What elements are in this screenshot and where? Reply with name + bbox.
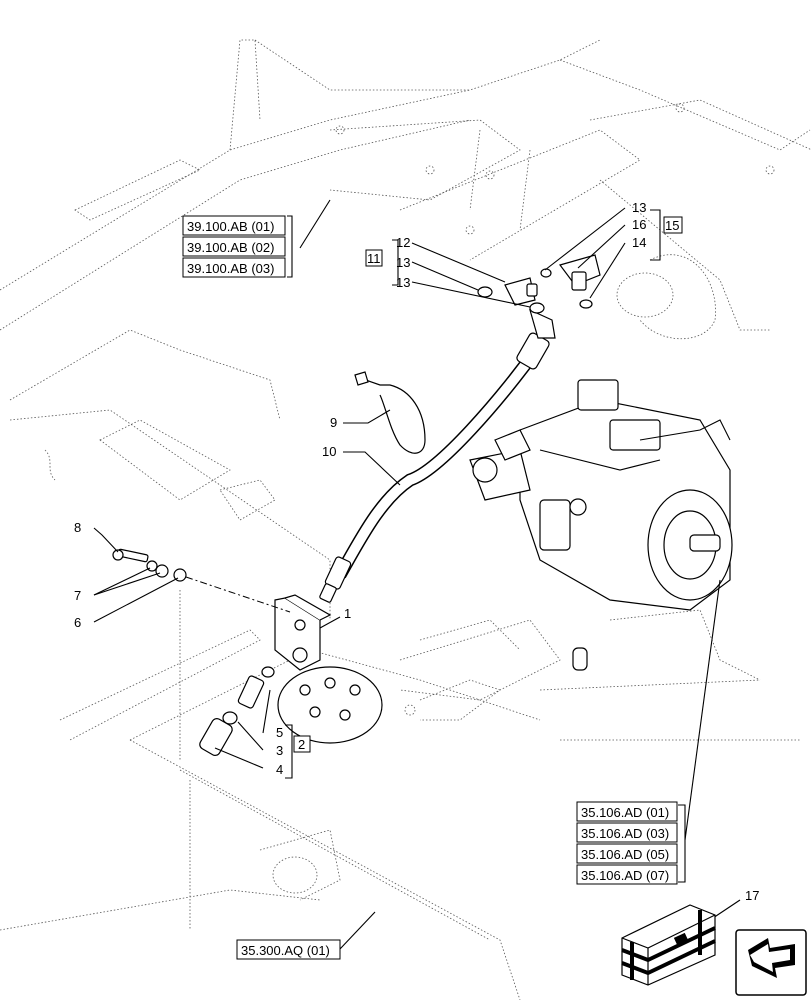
callout-16: 16 <box>632 217 646 232</box>
bracket-and-fasteners <box>112 548 332 671</box>
callout-6: 6 <box>74 615 81 630</box>
callout-13-b: 13 <box>396 275 410 290</box>
ref-35300-aq-01[interactable]: 35.300.AQ (01) <box>241 943 330 958</box>
callout-1: 1 <box>344 606 351 621</box>
callout-3: 3 <box>276 743 283 758</box>
callout-17: 17 <box>745 888 759 903</box>
callout-5: 5 <box>276 725 283 740</box>
hose-assembly <box>319 308 556 603</box>
fitting-group-2 <box>199 666 275 756</box>
callout-15: 15 <box>665 218 679 233</box>
callout-labels: 1 2 3 4 5 6 7 8 9 10 11 12 13 13 13 14 1… <box>74 200 759 903</box>
callout-7: 7 <box>74 588 81 603</box>
hydraulic-pump <box>469 379 733 611</box>
callout-12: 12 <box>396 235 410 250</box>
previous-page-arrow-icon[interactable] <box>735 929 807 996</box>
ref-35106-ad-03[interactable]: 35.106.AD (03) <box>581 826 669 841</box>
ref-39100-ab-03[interactable]: 39.100.AB (03) <box>187 261 274 276</box>
reference-group-35106[interactable]: 35.106.AD (01) 35.106.AD (03) 35.106.AD … <box>576 801 678 885</box>
callout-10: 10 <box>322 444 336 459</box>
ref-35106-ad-05[interactable]: 35.106.AD (05) <box>581 847 669 862</box>
leader-lines <box>93 199 741 950</box>
ref-35106-ad-01[interactable]: 35.106.AD (01) <box>581 805 669 820</box>
frame-structure <box>0 39 812 1000</box>
callout-14: 14 <box>632 235 646 250</box>
callout-13-a: 13 <box>396 255 410 270</box>
top-fittings <box>477 254 601 314</box>
callout-2: 2 <box>298 737 305 752</box>
callout-13-c: 13 <box>632 200 646 215</box>
callout-11: 11 <box>367 251 381 266</box>
reference-35300[interactable]: 35.300.AQ (01) <box>236 939 341 960</box>
ref-39100-ab-01[interactable]: 39.100.AB (01) <box>187 219 274 234</box>
ref-35106-ad-07[interactable]: 35.106.AD (07) <box>581 868 669 883</box>
callout-2-box <box>293 735 311 753</box>
ref-39100-ab-02[interactable]: 39.100.AB (02) <box>187 240 274 255</box>
callout-4: 4 <box>276 762 283 777</box>
reference-group-39100[interactable]: 39.100.AB (01) 39.100.AB (02) 39.100.AB … <box>182 215 293 278</box>
parts-kit-crate-icon <box>621 904 716 986</box>
callout-11-box <box>365 249 383 267</box>
callout-8: 8 <box>74 520 81 535</box>
callout-9: 9 <box>330 415 337 430</box>
callout-15-box <box>663 216 683 234</box>
cable-tie <box>354 371 426 454</box>
flange-plate <box>277 647 588 744</box>
